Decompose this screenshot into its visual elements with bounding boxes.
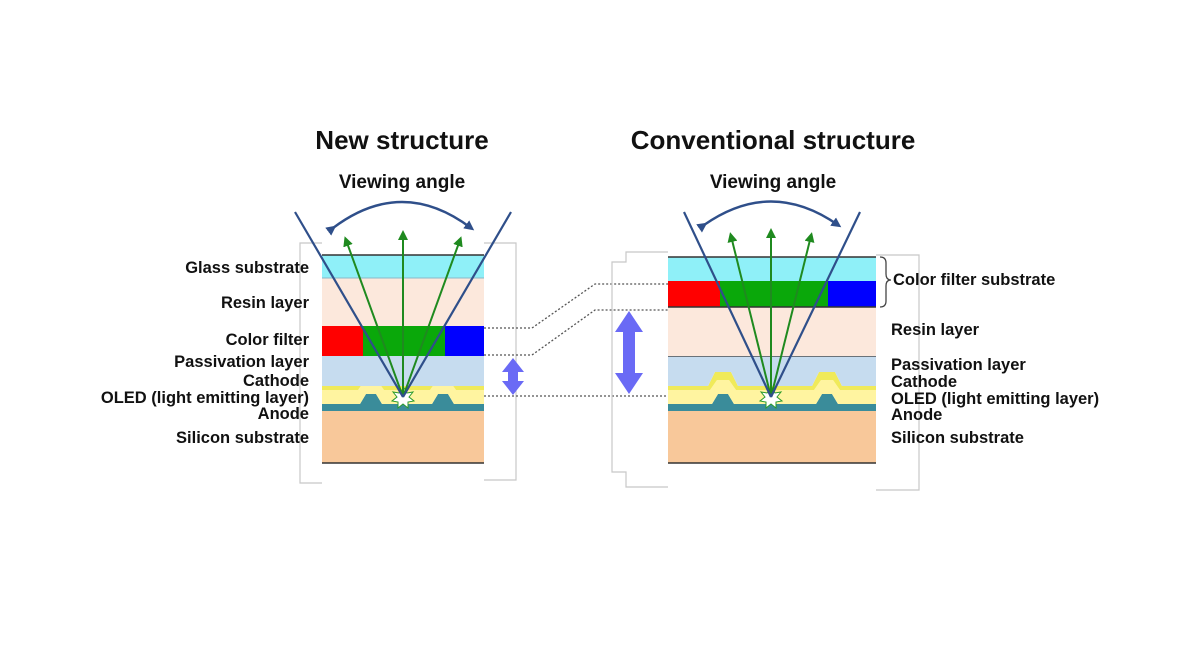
conventional-left-frame	[611, 251, 668, 488]
new-color-filter-red	[322, 326, 363, 356]
new-green-ray-left	[343, 236, 404, 398]
distance-comparison	[484, 283, 668, 397]
conventional-label-passivation-layer: Passivation layer	[891, 356, 1026, 374]
conventional-color-filter-green	[720, 281, 828, 307]
color-filter-substrate-brace	[879, 256, 892, 308]
new-viewing-angle-label: Viewing angle	[339, 172, 465, 193]
conventional-distance-arrow	[615, 311, 643, 394]
conventional-right-frame	[876, 254, 920, 491]
filter-top-guide-line	[484, 283, 668, 329]
conventional-emission-point	[758, 387, 784, 410]
new-label-silicon-substrate: Silicon substrate	[176, 429, 309, 447]
new-silicon-substrate-layer	[322, 411, 484, 463]
new-label-color-filter: Color filter	[226, 331, 310, 349]
conventional-structure-panel: Conventional structure Viewing angle	[611, 125, 1099, 491]
conventional-boundary-ray-right	[770, 211, 861, 398]
conventional-cathode-layer	[668, 372, 876, 390]
new-distance-arrow	[502, 358, 524, 395]
conventional-viewing-angle-label: Viewing angle	[710, 172, 836, 193]
conventional-label-oled: OLED (light emitting layer)	[891, 390, 1099, 408]
new-label-resin-layer: Resin layer	[221, 294, 310, 312]
conventional-color-filter-red	[668, 281, 720, 307]
new-label-oled: OLED (light emitting layer)	[101, 389, 309, 407]
new-emission-point	[390, 387, 416, 410]
new-anode-layer	[322, 394, 484, 411]
new-viewing-angle-arc	[325, 200, 475, 236]
new-right-frame	[484, 242, 517, 481]
conventional-color-filter-blue	[828, 281, 876, 307]
new-color-filter-blue	[445, 326, 484, 356]
new-label-cathode: Cathode	[243, 372, 309, 390]
conventional-label-resin-layer: Resin layer	[891, 321, 980, 339]
conventional-boundary-ray-left	[683, 211, 772, 398]
conventional-anode-layer	[668, 394, 876, 411]
new-label-passivation-layer: Passivation layer	[174, 353, 309, 371]
filter-bottom-guide-line	[484, 309, 668, 356]
conventional-silicon-substrate-layer	[668, 411, 876, 463]
conventional-structure-title: Conventional structure	[631, 125, 916, 155]
new-left-frame	[299, 242, 322, 484]
new-boundary-ray-right	[402, 211, 512, 398]
conventional-label-cathode: Cathode	[891, 373, 957, 391]
conventional-label-color-filter-substrate: Color filter substrate	[893, 271, 1055, 289]
conventional-green-ray-right	[770, 232, 815, 398]
conventional-label-anode: Anode	[891, 406, 942, 424]
conventional-viewing-angle-arc	[696, 200, 842, 233]
conventional-label-silicon-substrate: Silicon substrate	[891, 429, 1024, 447]
new-boundary-ray-left	[294, 211, 404, 398]
new-green-ray-right	[402, 236, 463, 398]
new-structure-title: New structure	[315, 125, 488, 155]
new-label-glass-substrate: Glass substrate	[185, 259, 309, 277]
new-label-anode: Anode	[258, 405, 309, 423]
new-structure-panel: New structure Viewing angle Glass substr…	[101, 125, 517, 484]
conventional-green-ray-left	[727, 232, 772, 398]
